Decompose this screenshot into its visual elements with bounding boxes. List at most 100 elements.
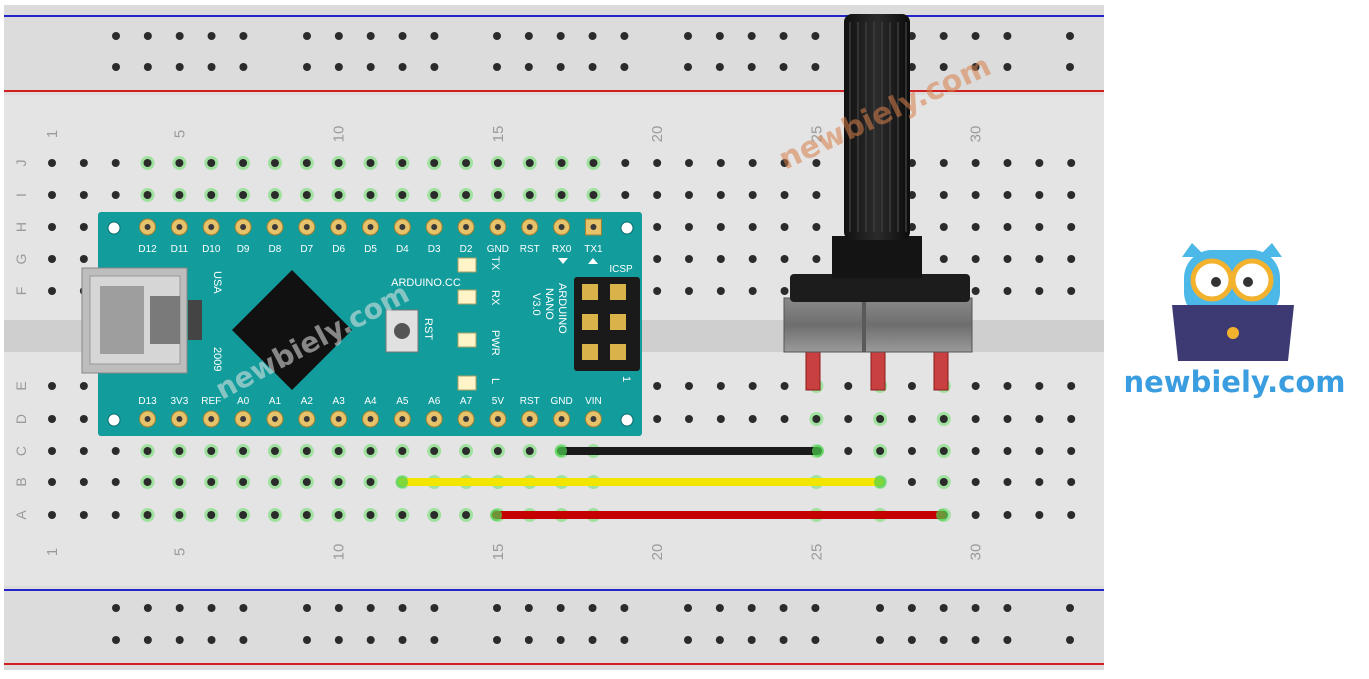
breadboard-hole xyxy=(398,511,407,519)
arduino-pin-label: A5 xyxy=(396,396,409,407)
model-line-2: NANO xyxy=(543,288,555,320)
breadboard-hole xyxy=(1003,159,1012,167)
led-label-pwr: PWR xyxy=(489,330,501,356)
breadboard-hole xyxy=(1067,478,1076,486)
breadboard-hole xyxy=(812,415,821,423)
breadboard-hole xyxy=(653,223,662,231)
newbiely-logo[interactable]: newbiely.com xyxy=(1112,235,1362,415)
icsp-pin xyxy=(582,284,598,300)
breadboard-hole xyxy=(207,159,216,167)
rail-hole xyxy=(207,63,216,71)
row-letter: B xyxy=(13,477,29,486)
breadboard-hole xyxy=(207,447,216,455)
rail-hole xyxy=(430,604,439,612)
breadboard-hole xyxy=(111,511,120,519)
breadboard-hole xyxy=(1067,287,1076,295)
breadboard-hole xyxy=(844,447,853,455)
year-label: 2009 xyxy=(211,347,223,371)
breadboard-hole xyxy=(398,447,407,455)
column-number: 5 xyxy=(171,548,188,556)
arduino-pin-label: GND xyxy=(487,244,509,255)
breadboard-hole xyxy=(1035,223,1044,231)
rail-hole xyxy=(239,32,248,40)
rail-hole xyxy=(715,636,724,644)
rail-hole xyxy=(747,32,756,40)
breadboard-hole xyxy=(907,415,916,423)
breadboard-hole xyxy=(844,382,853,390)
arduino-brand: ARDUINO.CC xyxy=(391,277,461,289)
breadboard-hole xyxy=(812,191,821,199)
rail-hole xyxy=(112,604,120,612)
rail-hole xyxy=(939,63,948,71)
rail-hole xyxy=(334,604,343,612)
rail-hole xyxy=(556,604,565,612)
breadboard-hole xyxy=(1003,511,1012,519)
rail-hole xyxy=(207,32,216,40)
rail-hole xyxy=(524,32,533,40)
arduino-pcb xyxy=(98,212,642,436)
rail-hole xyxy=(876,636,884,644)
breadboard-hole xyxy=(239,478,248,486)
arduino-pin-label: A2 xyxy=(301,396,314,407)
rail-hole xyxy=(971,32,980,40)
arduino-pin-label: RST xyxy=(520,244,540,255)
rail-hole xyxy=(1003,63,1012,71)
arduino-pin-label: VIN xyxy=(585,396,602,407)
breadboard-hole xyxy=(653,159,662,167)
breadboard-hole xyxy=(1003,447,1012,455)
rail-hole xyxy=(556,32,565,40)
rail-hole xyxy=(939,636,948,644)
breadboard-hole xyxy=(1067,223,1076,231)
arduino-pin-label: D7 xyxy=(300,244,313,255)
arduino-pin-label: D2 xyxy=(460,244,473,255)
arduino-pin-label: A4 xyxy=(364,396,377,407)
rail-hole xyxy=(811,636,820,644)
breadboard-hole xyxy=(143,478,152,486)
breadboard-hole xyxy=(589,159,598,167)
pot-bushing xyxy=(832,236,922,278)
rail-hole xyxy=(493,32,501,40)
rail-hole xyxy=(112,32,120,40)
breadboard-hole xyxy=(653,415,662,423)
rail-hole xyxy=(430,636,439,644)
breadboard-hole xyxy=(398,191,407,199)
rail-hole xyxy=(430,32,439,40)
breadboard-hole xyxy=(239,447,248,455)
breadboard-hole xyxy=(1035,415,1044,423)
breadboard-hole xyxy=(971,415,980,423)
arduino-pin-label: RST xyxy=(520,396,540,407)
breadboard-hole xyxy=(653,287,662,295)
breadboard-hole xyxy=(302,447,311,455)
breadboard-hole xyxy=(48,511,56,519)
breadboard-hole xyxy=(876,447,885,455)
reset-label: RST xyxy=(422,318,434,340)
breadboard-hole xyxy=(48,447,56,455)
rail-hole xyxy=(239,604,248,612)
breadboard-hole xyxy=(1035,382,1044,390)
rail-hole xyxy=(303,604,311,612)
breadboard-hole xyxy=(334,478,343,486)
rail-hole xyxy=(1066,63,1074,71)
breadboard-hole xyxy=(430,191,439,199)
row-letter: C xyxy=(13,446,29,456)
column-number: 15 xyxy=(490,126,507,143)
breadboard-hole xyxy=(493,191,502,199)
arduino-pin-label: D11 xyxy=(171,244,189,255)
breadboard-hole xyxy=(239,191,248,199)
breadboard-hole xyxy=(48,287,56,295)
rail-hole xyxy=(715,63,724,71)
breadboard-hole xyxy=(780,191,789,199)
arduino-pin-label: D10 xyxy=(202,244,221,255)
status-leds xyxy=(457,257,477,391)
breadboard-hole xyxy=(653,191,662,199)
rail-hole xyxy=(175,63,184,71)
breadboard-hole xyxy=(79,191,88,199)
rail-hole xyxy=(524,63,533,71)
breadboard-hole xyxy=(685,223,693,231)
breadboard-hole xyxy=(971,255,980,263)
arduino-pin-label: D4 xyxy=(396,244,409,255)
rail-hole xyxy=(143,32,152,40)
rail-hole xyxy=(239,63,248,71)
rail-hole xyxy=(939,32,948,40)
